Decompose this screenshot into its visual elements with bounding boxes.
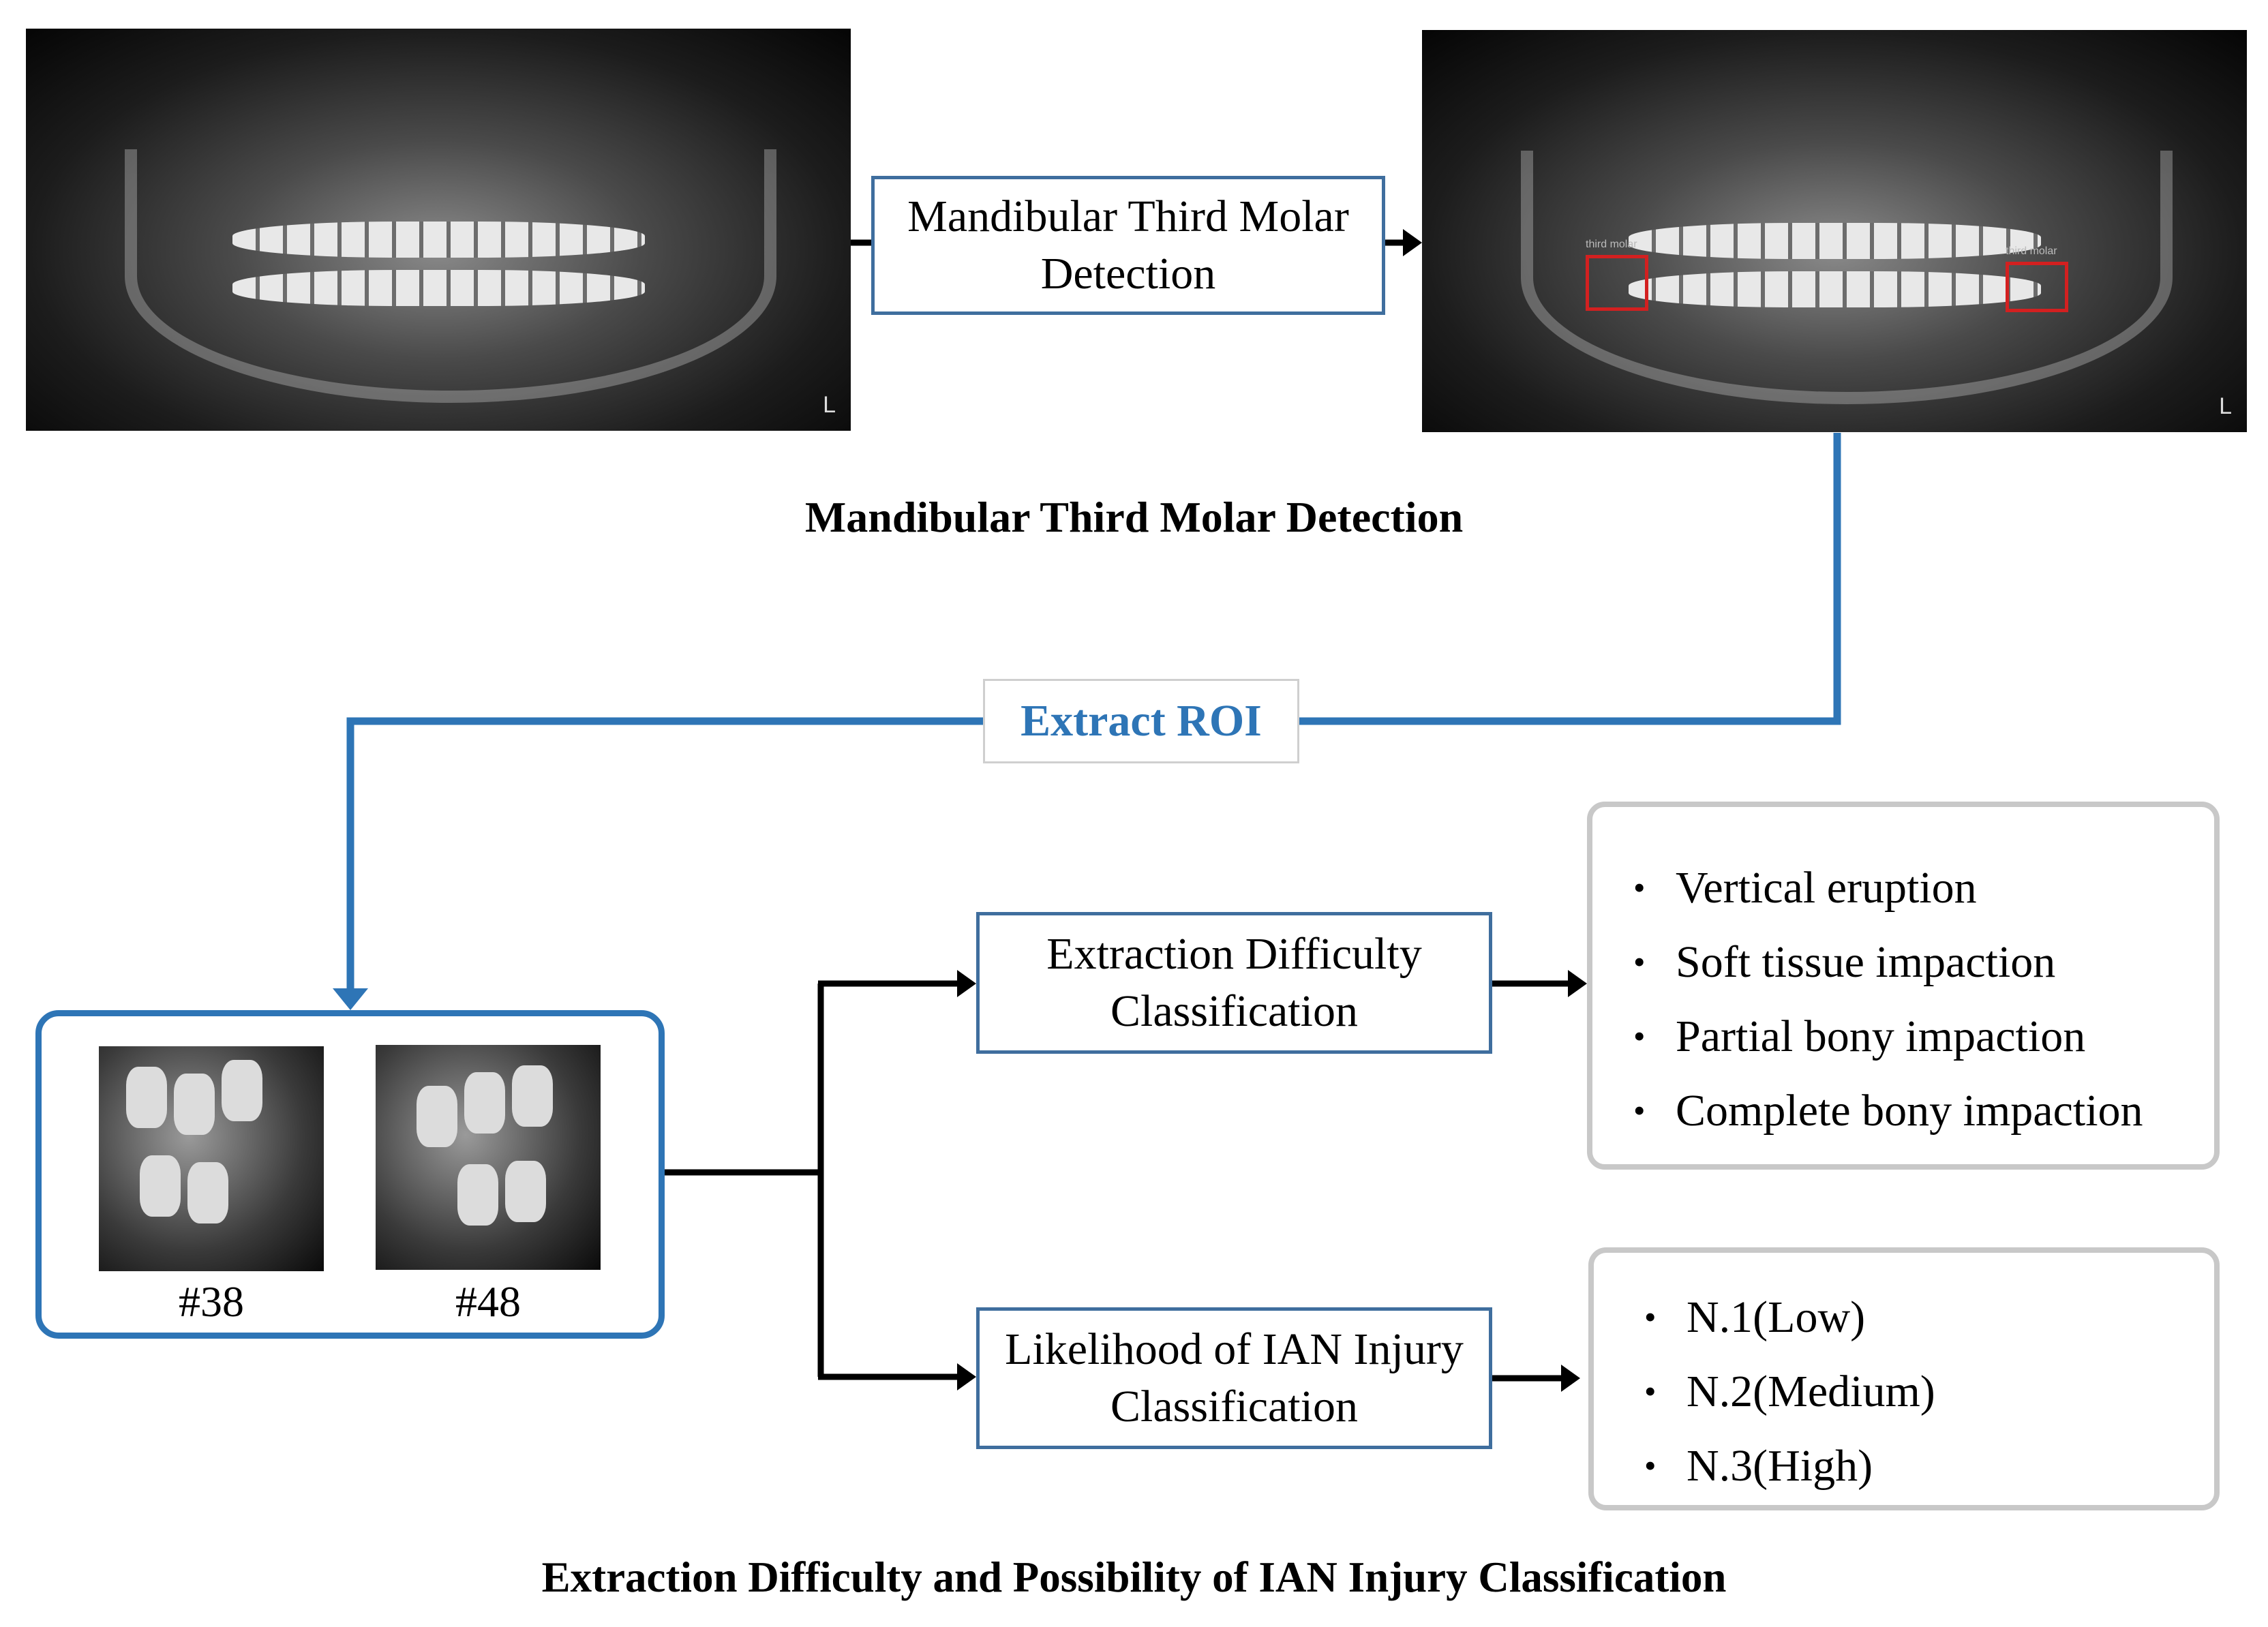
ian-classes-box: N.1(Low) N.2(Medium) N.3(High) [1588,1247,2220,1510]
upper-teeth [232,222,645,258]
side-marker: L [2219,393,2232,419]
ian-classification-label: Likelihood of IAN Injury Classification [1005,1324,1464,1431]
ian-classification-box: Likelihood of IAN Injury Classification [976,1307,1492,1449]
upper-teeth [1628,223,2041,260]
difficulty-classification-box: Extraction Difficulty Classification [976,912,1492,1054]
lower-teeth [232,270,645,307]
panoramic-xray-detected: third molar third molar L [1422,30,2247,432]
ian-class-item: N.2(Medium) [1644,1354,1935,1429]
difficulty-class-item: Complete bony impaction [1633,1074,2143,1148]
detection-box-left [1586,255,1648,311]
detection-box-right [2006,262,2068,312]
side-marker: L [823,392,836,418]
extract-roi-label: Extract ROI [983,679,1299,763]
arrowhead-to-difficulty [957,970,976,997]
tooth-label-48: #48 [455,1277,521,1326]
top-caption: Mandibular Third Molar Detection [804,493,1464,541]
difficulty-class-item: Vertical eruption [1633,851,2143,925]
difficulty-class-item: Partial bony impaction [1633,999,2143,1074]
ian-class-item: N.1(Low) [1644,1280,1935,1354]
tooth-label-38: #38 [179,1277,244,1326]
xray-crop-48-icon [376,1045,601,1270]
difficulty-class-item: Soft tissue impaction [1633,925,2143,999]
arrowhead-to-ian [957,1363,976,1390]
extract-roi-text: Extract ROI [1020,696,1262,746]
detection-label-left: third molar [1586,239,1637,250]
arrowhead-difficulty-to-list [1568,970,1587,997]
molar-detection-label: Mandibular Third Molar Detection [907,192,1349,299]
ian-class-item: N.3(High) [1644,1429,1935,1503]
difficulty-classification-label: Extraction Difficulty Classification [1046,929,1422,1036]
difficulty-classes-box: Vertical eruption Soft tissue impaction … [1587,802,2220,1170]
xray-crop-38-icon [99,1046,324,1271]
arrowhead-detection-to-xray [1403,229,1422,256]
arrowhead-ian-to-list [1561,1365,1580,1392]
roi-panel: #38 #48 [35,1010,665,1339]
detection-label-right: third molar [2006,245,2057,257]
molar-detection-box: Mandibular Third Molar Detection [871,176,1385,315]
panoramic-xray-input: L [26,29,851,431]
roi-arrowhead [333,988,368,1010]
lower-teeth [1628,271,2041,308]
bottom-caption: Extraction Difficulty and Possibility of… [541,1553,1727,1601]
